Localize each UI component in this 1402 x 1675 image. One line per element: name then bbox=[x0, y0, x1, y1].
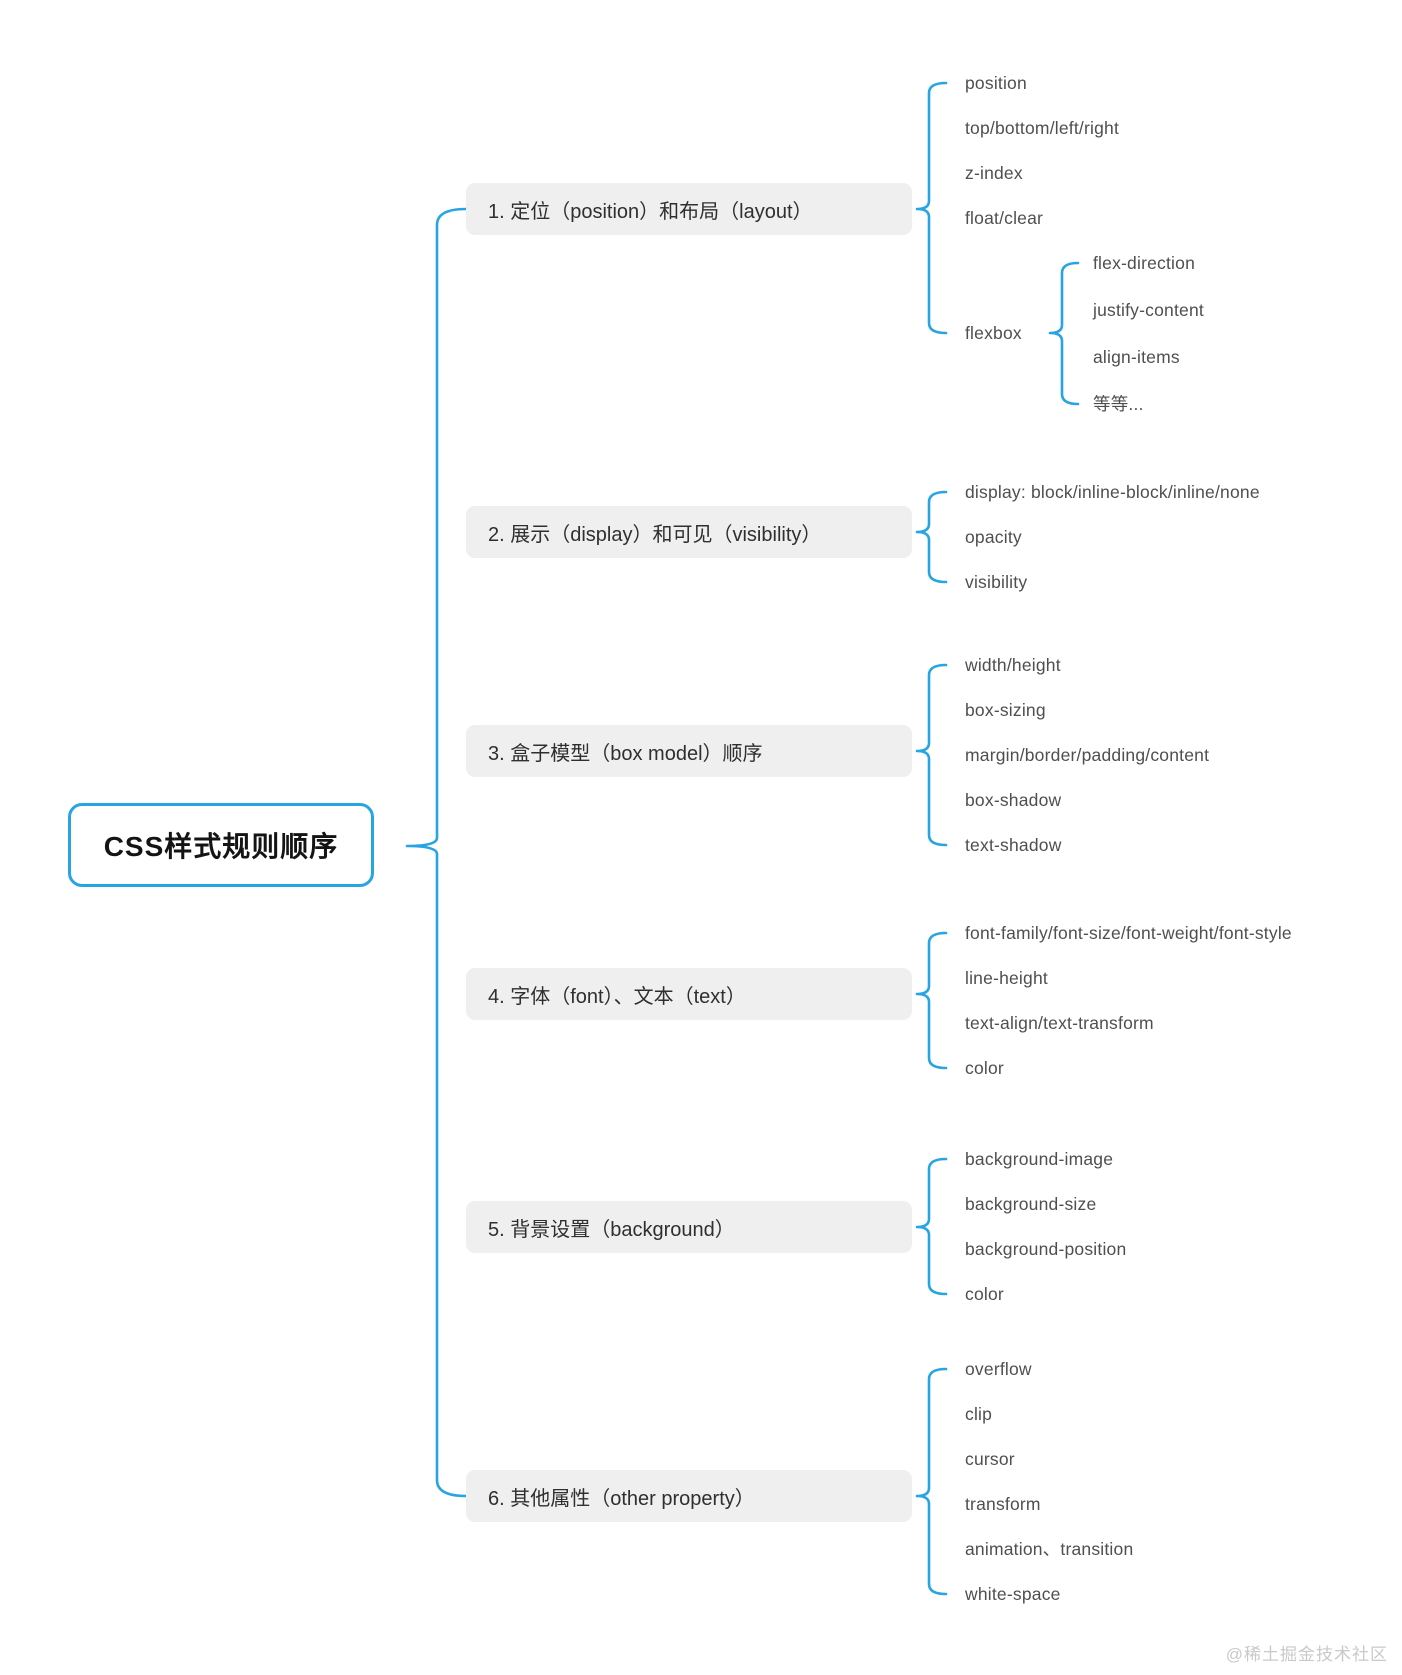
leaf-node: background-image bbox=[965, 1149, 1114, 1169]
root-brace-connector bbox=[405, 207, 468, 1498]
leaf-node: box-shadow bbox=[965, 790, 1062, 810]
leaf-node: color bbox=[965, 1284, 1004, 1304]
branch-node-1: 1. 定位（position）和布局（layout） bbox=[466, 183, 912, 235]
sub-brace-connector bbox=[1048, 261, 1080, 406]
branch-node-6: 6. 其他属性（other property） bbox=[466, 1470, 912, 1522]
leaf-node: background-position bbox=[965, 1239, 1127, 1259]
leaf-node: transform bbox=[965, 1494, 1041, 1514]
leaf-node: visibility bbox=[965, 572, 1028, 592]
leaf-node: display: block/inline-block/inline/none bbox=[965, 482, 1260, 502]
branch-node-3: 3. 盒子模型（box model）顺序 bbox=[466, 725, 912, 777]
branch-brace-connector bbox=[915, 1367, 948, 1596]
sub-leaf-node: 等等... bbox=[1093, 394, 1144, 414]
branch-brace-connector bbox=[915, 1157, 948, 1296]
leaf-node: width/height bbox=[965, 655, 1061, 675]
branch-node-4: 4. 字体（font）、文本（text） bbox=[466, 968, 912, 1020]
leaf-node: clip bbox=[965, 1404, 993, 1424]
leaf-node: opacity bbox=[965, 527, 1022, 547]
branch-node-2: 2. 展示（display）和可见（visibility） bbox=[466, 506, 912, 558]
leaf-node: background-size bbox=[965, 1194, 1097, 1214]
leaf-node: color bbox=[965, 1058, 1004, 1078]
leaf-node: position bbox=[965, 73, 1027, 93]
branch-brace-connector bbox=[915, 490, 948, 584]
branch-node-5: 5. 背景设置（background） bbox=[466, 1201, 912, 1253]
leaf-node: box-sizing bbox=[965, 700, 1046, 720]
root-node: CSS样式规则顺序 bbox=[68, 803, 374, 887]
leaf-node: z-index bbox=[965, 163, 1023, 183]
leaf-node: overflow bbox=[965, 1359, 1032, 1379]
leaf-node: text-align/text-transform bbox=[965, 1013, 1154, 1033]
branch-brace-connector bbox=[915, 81, 948, 335]
sub-leaf-node: align-items bbox=[1093, 347, 1180, 367]
leaf-node: cursor bbox=[965, 1449, 1015, 1469]
leaf-node: float/clear bbox=[965, 208, 1044, 228]
leaf-node: line-height bbox=[965, 968, 1048, 988]
branch-brace-connector bbox=[915, 931, 948, 1070]
leaf-node: animation、transition bbox=[965, 1539, 1134, 1559]
leaf-node: text-shadow bbox=[965, 835, 1062, 855]
branch-brace-connector bbox=[915, 663, 948, 847]
leaf-node: font-family/font-size/font-weight/font-s… bbox=[965, 923, 1292, 943]
leaf-node: white-space bbox=[965, 1584, 1061, 1604]
leaf-node: flexbox bbox=[965, 323, 1022, 343]
leaf-node: top/bottom/left/right bbox=[965, 118, 1120, 138]
sub-leaf-node: flex-direction bbox=[1093, 253, 1196, 273]
sub-leaf-node: justify-content bbox=[1093, 300, 1204, 320]
leaf-node: margin/border/padding/content bbox=[965, 745, 1210, 765]
watermark: @稀土掘金技术社区 bbox=[1225, 1645, 1388, 1664]
